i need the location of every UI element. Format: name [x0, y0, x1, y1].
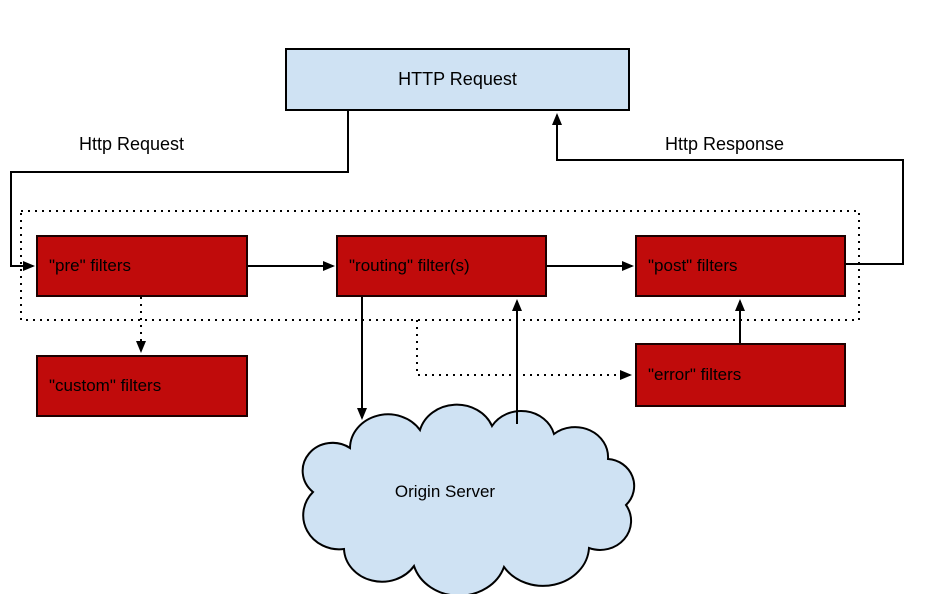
edge-chain-to-error [416, 320, 632, 380]
edge-http-request [10, 111, 349, 271]
http-request-node: HTTP Request [285, 48, 630, 111]
http-response-edge-label: Http Response [665, 134, 785, 154]
http-request-edge-label: Http Request [79, 134, 185, 154]
pre-filters-node: "pre" filters [36, 235, 248, 297]
origin-server-cloud [301, 403, 636, 594]
post-filters-node-label: "post" filters [648, 256, 738, 275]
edge-http-response [552, 113, 904, 265]
origin-server-label: Origin Server [394, 482, 496, 501]
pre-filters-node-label: "pre" filters [49, 256, 131, 275]
custom-filters-node: "custom" filters [36, 355, 248, 417]
post-filters-node: "post" filters [635, 235, 846, 297]
http-request-node-label: HTTP Request [398, 69, 517, 89]
error-filters-node-label: "error" filters [648, 365, 742, 384]
filter-chain-dotted-boundary [20, 210, 860, 321]
routing-filters-node-label: "routing" filter(s) [349, 256, 470, 275]
custom-filters-node-label: "custom" filters [49, 376, 162, 395]
routing-filters-node: "routing" filter(s) [336, 235, 547, 297]
error-filters-node: "error" filters [635, 343, 846, 407]
